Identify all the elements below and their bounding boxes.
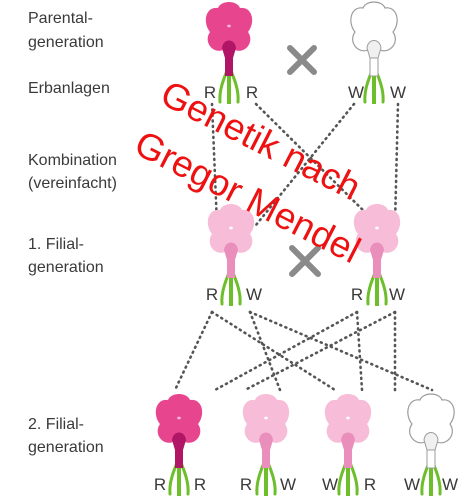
allele-parent-white-1: W <box>348 83 364 102</box>
connector-line <box>254 102 380 227</box>
allele-parent-red-1: R <box>204 83 216 102</box>
allele-parent-white-2: W <box>390 83 406 102</box>
connector-line <box>210 310 337 392</box>
allele-f2-3a: W <box>322 475 338 494</box>
allele-f2-3b: R <box>364 475 376 494</box>
label-f2-line1: 2. Filial- <box>28 416 84 433</box>
connector-line <box>254 102 356 227</box>
connector-line <box>243 310 397 392</box>
connector-line <box>210 102 219 227</box>
label-kombination-line1: Kombination <box>28 152 117 169</box>
connector-line <box>355 310 364 392</box>
label-f1-line1: 1. Filial- <box>28 236 84 253</box>
allele-parent-red-2: R <box>246 83 258 102</box>
allele-f2-4b: W <box>442 475 458 494</box>
allele-f2-1b: R <box>194 475 206 494</box>
allele-f1-left-1: R <box>206 285 218 304</box>
label-parental-line2: generation <box>28 34 104 51</box>
allele-f1-left-2: W <box>246 285 262 304</box>
connector-line <box>213 310 359 392</box>
allele-f1-right-2: W <box>389 285 405 304</box>
allele-f2-2a: R <box>240 475 252 494</box>
allele-f2-1a: R <box>154 475 166 494</box>
allele-f2-2b: W <box>280 475 296 494</box>
connector-line <box>173 310 214 392</box>
allele-f1-right-1: R <box>351 285 363 304</box>
cross-icon <box>289 245 321 277</box>
label-f1-line2: generation <box>28 259 104 276</box>
label-erbanlagen: Erbanlagen <box>28 80 110 97</box>
cross-icon <box>287 45 317 75</box>
connector-line <box>393 102 400 227</box>
allele-f2-4a: W <box>404 475 420 494</box>
label-f2-line2: generation <box>28 439 104 456</box>
label-parental-line1: Parental- <box>28 10 93 27</box>
label-kombination-line2: (vereinfacht) <box>28 175 117 192</box>
connector-line <box>248 310 434 392</box>
